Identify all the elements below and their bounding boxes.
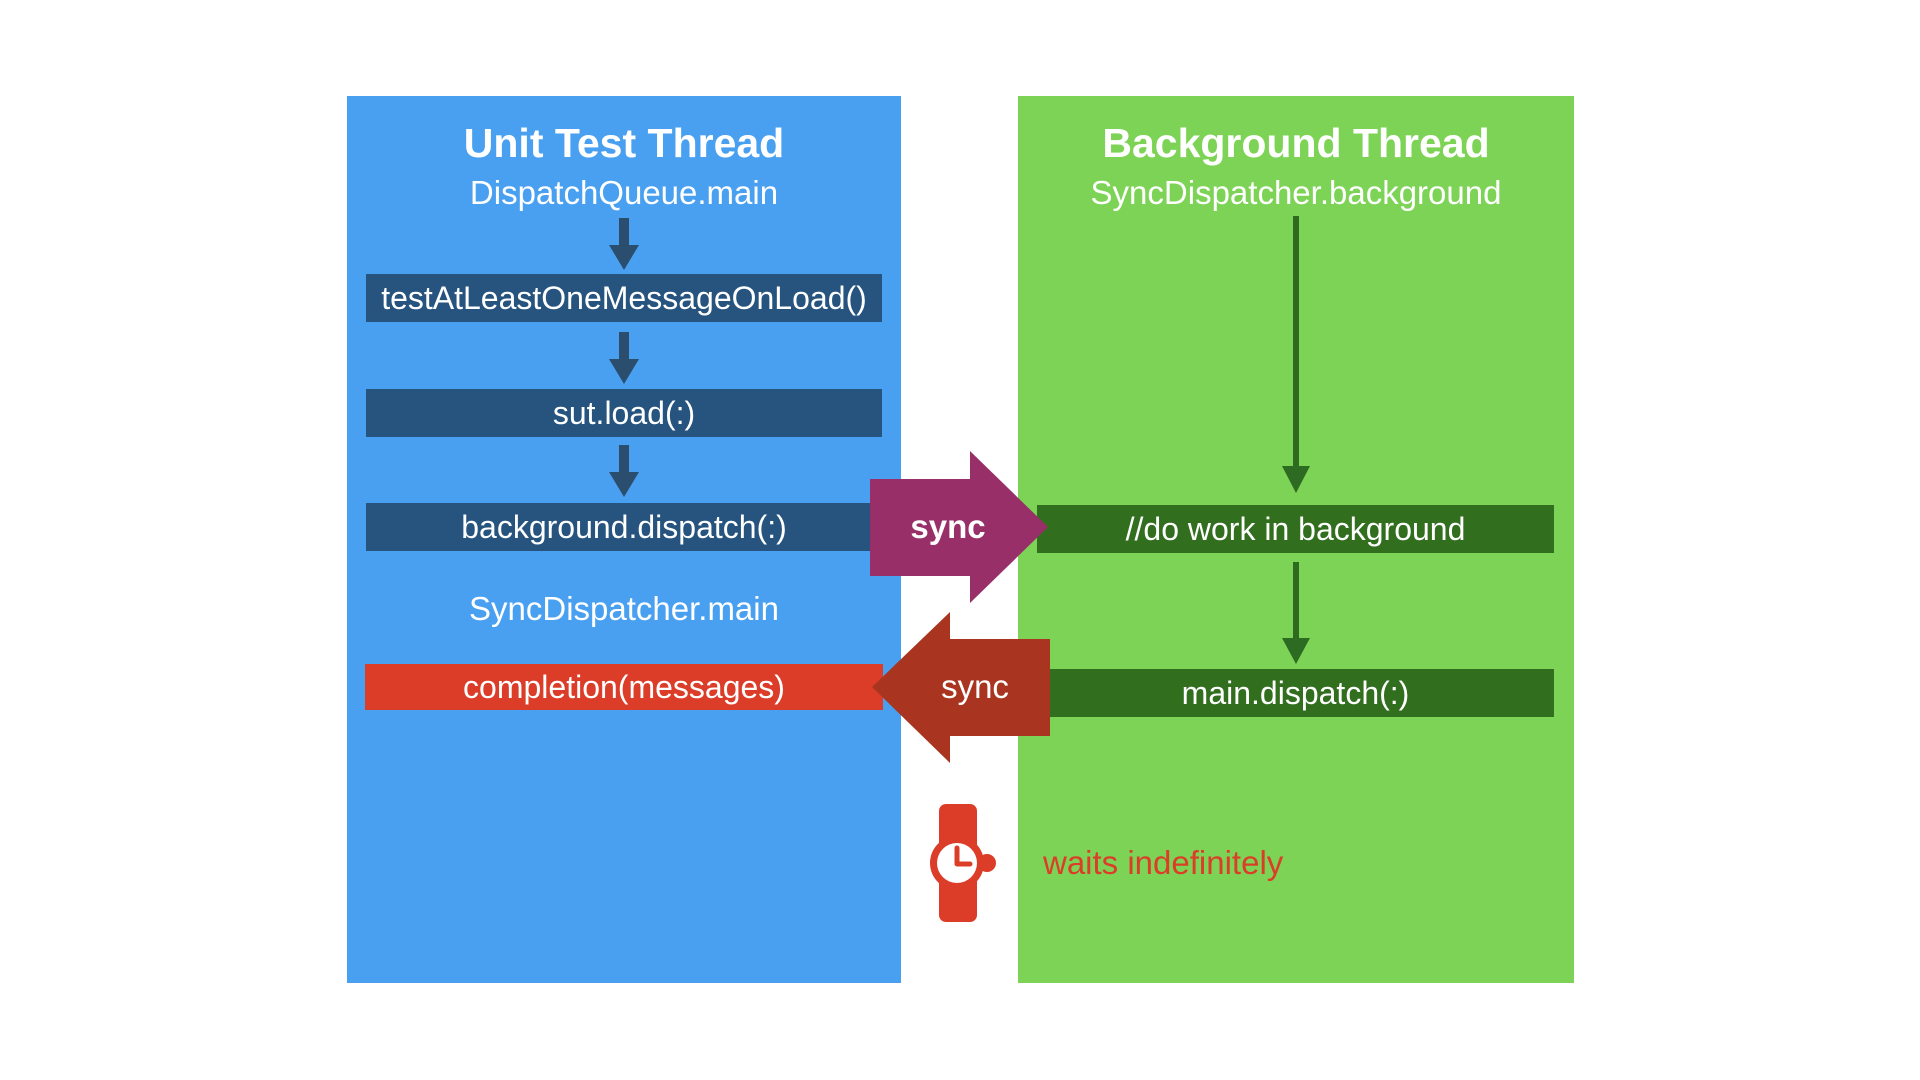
watch-icon	[930, 804, 996, 922]
dispatch-queue-main-label: DispatchQueue.main	[469, 174, 779, 211]
main-dispatch-step-box: main.dispatch(:)	[1037, 669, 1554, 717]
sync-to-main-label: sync	[941, 668, 1009, 705]
test-step-box: testAtLeastOneMessageOnLoad()	[366, 274, 882, 322]
waits-indefinitely-label: waits indefinitely	[1043, 844, 1284, 881]
do-work-step-box: //do work in background	[1037, 505, 1554, 553]
sync-right-arrow-icon	[870, 451, 1048, 603]
sync-dispatcher-background-label: SyncDispatcher.background	[1090, 174, 1502, 211]
sync-left-arrow-icon	[872, 612, 1050, 763]
down-arrow-icon	[609, 445, 639, 497]
down-arrow-icon	[1282, 216, 1310, 493]
sync-dispatcher-main-label: SyncDispatcher.main	[469, 590, 779, 627]
unit-test-thread-panel: Unit Test Thread DispatchQueue.main test…	[347, 96, 901, 983]
completion-step-box: completion(messages)	[365, 664, 883, 710]
unit-test-thread-title: Unit Test Thread	[463, 120, 785, 166]
background-dispatch-step-box: background.dispatch(:)	[366, 503, 882, 551]
background-thread-title: Background Thread	[1102, 120, 1490, 166]
sut-load-step-box: sut.load(:)	[366, 389, 882, 437]
down-arrow-icon	[609, 218, 639, 270]
background-thread-panel: Background Thread SyncDispatcher.backgro…	[1018, 96, 1574, 983]
sync-to-background-label: sync	[910, 508, 986, 545]
down-arrow-icon	[1282, 562, 1310, 664]
down-arrow-icon	[609, 332, 639, 384]
